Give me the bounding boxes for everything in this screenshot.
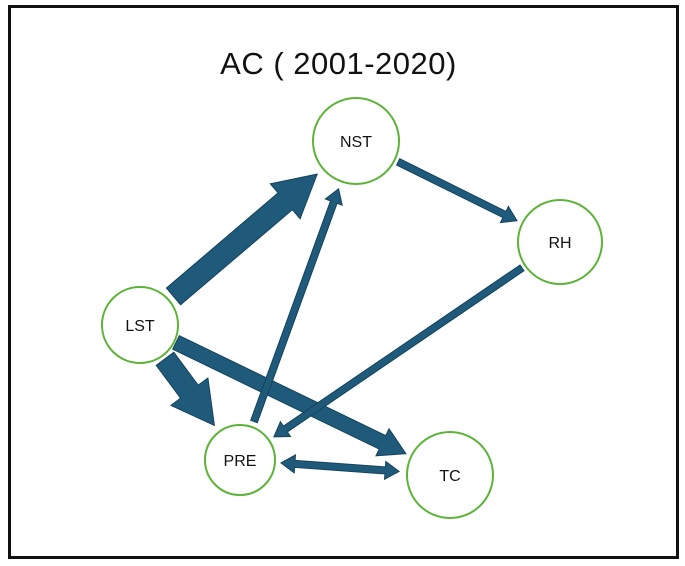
edge-pre-nst xyxy=(250,188,343,424)
edges-layer xyxy=(155,158,525,481)
node-label-lst: LST xyxy=(125,318,155,335)
node-rh: RH xyxy=(517,199,603,285)
edge-lst-nst xyxy=(165,173,318,306)
node-circle-pre xyxy=(204,424,276,496)
edge-pre-tc xyxy=(279,454,401,481)
node-label-nst: NST xyxy=(340,134,372,151)
node-lst: LST xyxy=(101,286,179,364)
edge-nst-rh xyxy=(395,158,518,224)
edge-lst-pre xyxy=(155,351,216,427)
edge-rh-pre xyxy=(273,264,525,438)
node-circle-rh xyxy=(517,199,603,285)
node-nst: NST xyxy=(312,97,400,185)
node-circle-nst xyxy=(312,97,400,185)
node-circle-lst xyxy=(101,286,179,364)
diagram-title: AC ( 2001-2020) xyxy=(220,46,457,81)
nodes-layer: NST RH LST PRE TC xyxy=(101,97,603,519)
node-label-rh: RH xyxy=(548,235,571,252)
node-pre: PRE xyxy=(204,424,276,496)
node-circle-tc xyxy=(406,431,494,519)
edge-lst-tc xyxy=(172,335,407,457)
node-label-tc: TC xyxy=(439,468,460,485)
node-label-pre: PRE xyxy=(224,453,257,470)
node-tc: TC xyxy=(406,431,494,519)
